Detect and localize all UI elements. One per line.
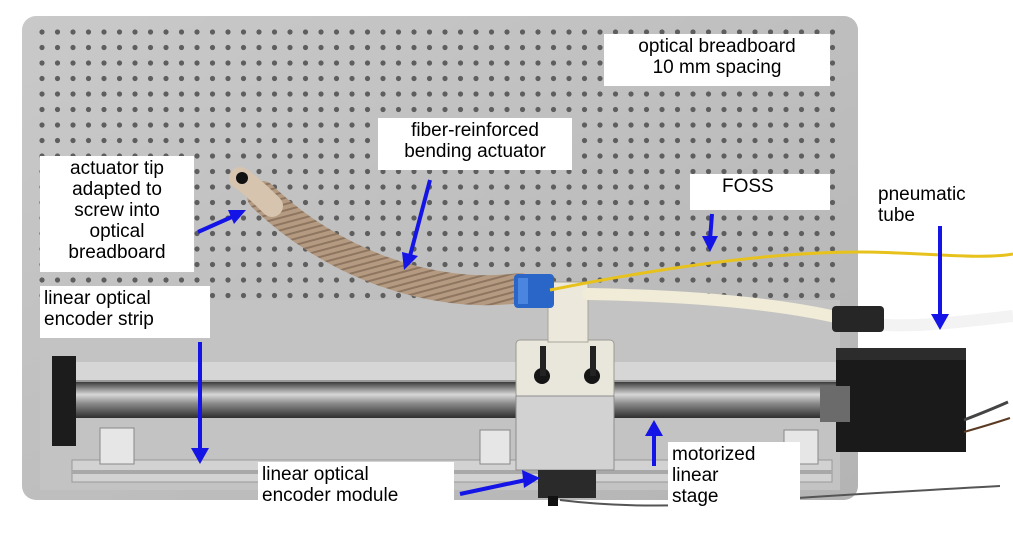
- actuator-mount: [547, 281, 589, 343]
- label-strip-line-1: linear optical: [44, 288, 151, 309]
- label-strip-line-2: encoder strip: [44, 309, 154, 330]
- stepper-motor: [836, 348, 966, 452]
- label-tip-line-1: actuator tip: [70, 158, 164, 179]
- encoder-module-body: [538, 470, 596, 498]
- label-tip-line-2: adapted to: [72, 179, 162, 200]
- foss-fiber: [549, 250, 1013, 292]
- label-breadboard-line-1: optical breadboard: [638, 36, 796, 57]
- label-stage-line-3: stage: [672, 486, 719, 507]
- label-module-line-1: linear optical: [262, 464, 369, 485]
- arrow-module: [459, 470, 540, 496]
- label-pneumatic: pneumatic tube: [874, 182, 986, 226]
- lead-screw: [62, 382, 842, 418]
- label-stage-line-1: motorized: [672, 444, 756, 465]
- label-tip-line-5: breadboard: [68, 242, 166, 263]
- arrow-pneumatic: [931, 218, 949, 330]
- stage-carriage: [515, 339, 615, 399]
- label-strip: linear optical encoder strip: [40, 286, 210, 338]
- label-stage-line-2: linear: [672, 465, 719, 486]
- label-pneumatic-line-2: tube: [878, 205, 915, 226]
- label-module: linear optical encoder module: [258, 462, 454, 514]
- carriage-lower: [515, 395, 615, 471]
- bending-actuator: [247, 181, 535, 306]
- arrow-strip: [191, 342, 209, 464]
- arrow-stage: [645, 420, 663, 466]
- left-end-block: [52, 356, 76, 446]
- guide-rail: [60, 362, 850, 382]
- label-tip: actuator tip adapted to screw into optic…: [40, 156, 194, 272]
- label-breadboard: optical breadboard 10 mm spacing: [604, 34, 830, 86]
- arrows: [191, 179, 949, 496]
- label-breadboard-line-2: 10 mm spacing: [652, 57, 782, 78]
- arrow-tip: [197, 210, 246, 234]
- label-pneumatic-line-1: pneumatic: [878, 184, 966, 205]
- pneumatic-tube: [582, 288, 846, 324]
- pneumatic-fitting: [832, 306, 884, 332]
- label-tip-line-4: optical: [89, 221, 145, 242]
- label-foss-line-1: FOSS: [722, 176, 774, 197]
- label-tip-line-3: screw into: [74, 200, 160, 221]
- arrow-actuator: [402, 179, 432, 270]
- actuator-tip: [236, 172, 248, 184]
- label-actuator: fiber-reinforced bending actuator: [378, 118, 572, 170]
- label-actuator-line-2: bending actuator: [404, 141, 546, 162]
- label-module-line-2: encoder module: [262, 485, 399, 506]
- label-stage: motorized linear stage: [668, 442, 800, 514]
- label-actuator-line-1: fiber-reinforced: [411, 120, 539, 141]
- motor-coupler: [820, 386, 850, 422]
- arrow-foss: [702, 213, 718, 252]
- label-foss: FOSS: [690, 174, 830, 210]
